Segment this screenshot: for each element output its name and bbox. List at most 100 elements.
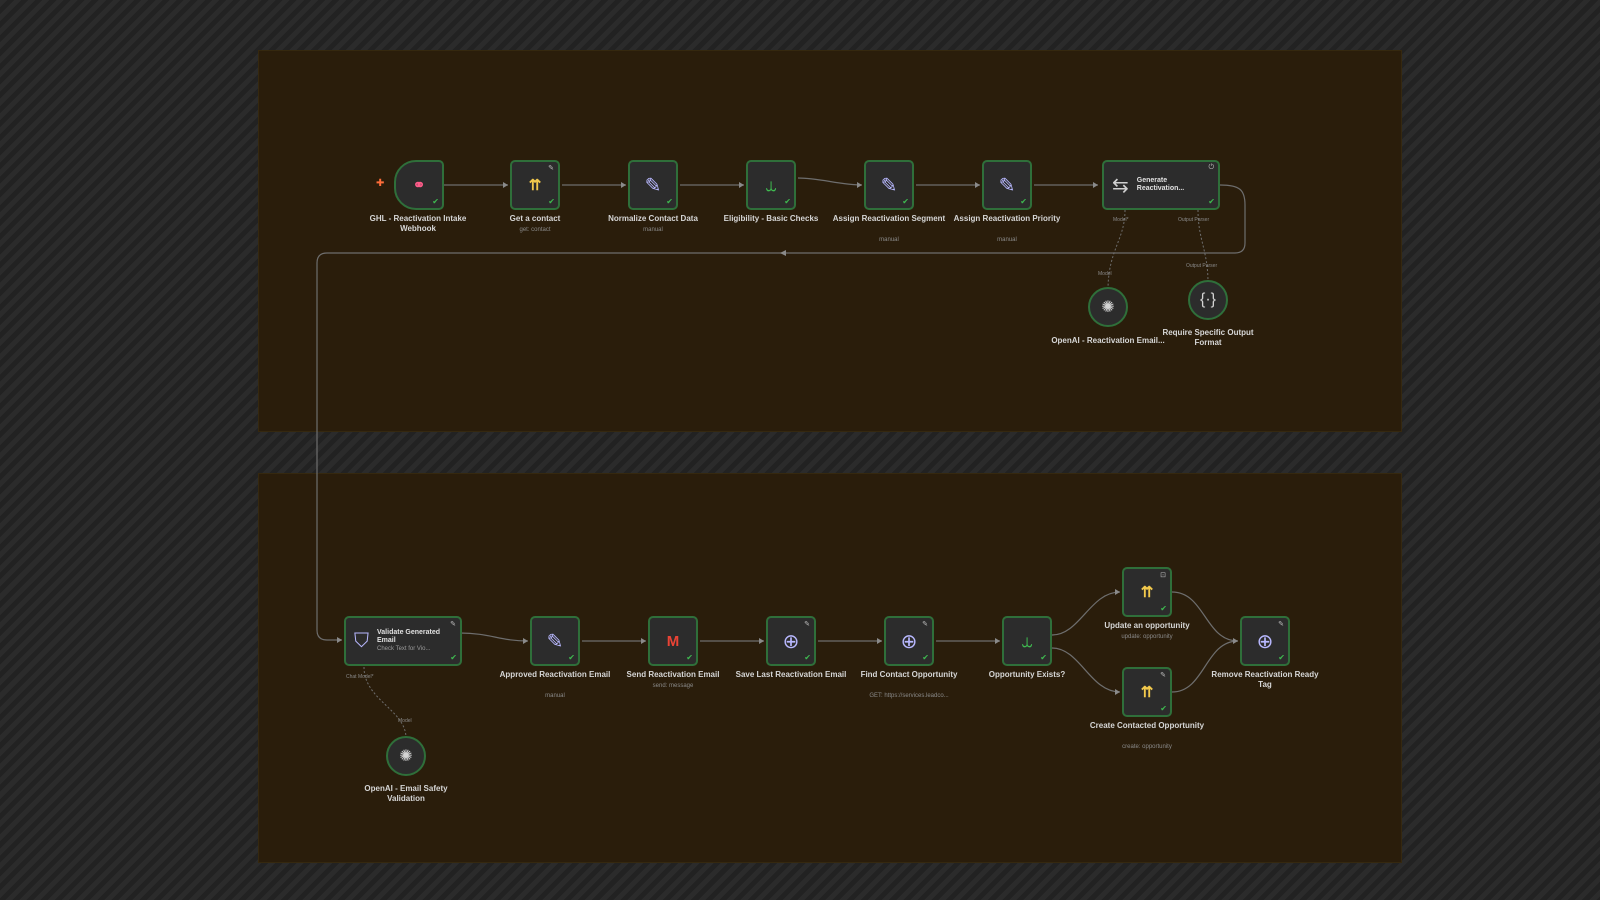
node-label: Approved Reactivation Email xyxy=(499,670,611,679)
node-segment[interactable]: ✎ ✔ xyxy=(864,160,914,210)
port-label-model: Model xyxy=(398,718,412,724)
node-find-opportunity[interactable]: ⊕ ✎ ✔ xyxy=(884,616,934,666)
openai-icon: ✺ xyxy=(399,748,413,765)
port-label-output-parser: Output Parser xyxy=(1186,263,1218,269)
success-check-icon: ✔ xyxy=(922,653,929,662)
node-label: Remove Reactivation Ready Tag xyxy=(1211,670,1319,689)
globe-icon: ⊕ xyxy=(900,630,918,653)
gmail-icon: M xyxy=(666,632,680,650)
node-label: Update an opportunity xyxy=(1104,621,1190,630)
success-check-icon: ✔ xyxy=(1278,653,1285,662)
node-label: Opportunity Exists? xyxy=(988,670,1066,679)
pin-icon: ✎ xyxy=(548,165,554,172)
highlevel-icon: ⇈ xyxy=(1140,584,1154,601)
node-subtitle: get: contact xyxy=(519,227,551,233)
success-check-icon: ✔ xyxy=(666,197,673,206)
node-subtitle: update: opportunity xyxy=(1121,634,1173,640)
node-webhook[interactable]: ⚭ ✔ xyxy=(394,160,444,210)
braces-icon: {·} xyxy=(1199,291,1216,308)
node-update-opportunity[interactable]: ⇈ ⊡ ✔ xyxy=(1122,567,1172,617)
node-subtitle: manual xyxy=(997,237,1017,243)
node-label: Require Specific Output Format xyxy=(1162,328,1254,347)
node-label: Eligibility - Basic Checks xyxy=(723,214,819,223)
edit-icon: ✎ xyxy=(546,630,564,653)
success-check-icon: ✔ xyxy=(902,197,909,206)
node-label: OpenAI - Email Safety Validation xyxy=(364,784,448,803)
node-create-opportunity[interactable]: ⇈ ✎ ✔ xyxy=(1122,667,1172,717)
highlevel-icon: ⇈ xyxy=(528,177,542,194)
node-label: Assign Reactivation Priority xyxy=(953,214,1061,223)
node-save-last-email[interactable]: ⊕ ✎ ✔ xyxy=(766,616,816,666)
node-send-email[interactable]: M ✔ xyxy=(648,616,698,666)
edit-icon: ✎ xyxy=(644,174,662,197)
node-subtitle: manual xyxy=(643,227,663,233)
openai-icon: ✺ xyxy=(1101,299,1115,316)
globe-icon: ⊕ xyxy=(1256,630,1274,653)
success-check-icon: ✔ xyxy=(804,653,811,662)
node-label: Validate Generated Email Check Text for … xyxy=(377,629,449,653)
node-require-output-format[interactable]: {·} xyxy=(1188,280,1228,320)
node-opportunity-exists[interactable]: ⥿ ✔ xyxy=(1002,616,1052,666)
node-label: Get a contact xyxy=(509,214,561,223)
success-check-icon: ✔ xyxy=(1020,197,1027,206)
node-openai-reactivation-email[interactable]: ✺ xyxy=(1088,287,1128,327)
success-check-icon: ✔ xyxy=(450,653,457,662)
edit-icon: ✎ xyxy=(998,174,1016,197)
node-label: Normalize Contact Data xyxy=(608,214,698,223)
node-approved-email[interactable]: ✎ ✔ xyxy=(530,616,580,666)
node-label: Find Contact Opportunity xyxy=(860,670,958,679)
pin-icon: ✎ xyxy=(1160,672,1166,679)
success-check-icon: ✔ xyxy=(686,653,693,662)
port-label-model: Model* xyxy=(1113,217,1129,223)
node-subtitle: Check Text for Vio... xyxy=(377,646,431,652)
success-check-icon: ✔ xyxy=(568,653,575,662)
node-label: Generate Reactivation... xyxy=(1136,177,1185,192)
node-title: Validate Generated Email xyxy=(377,629,441,644)
success-check-icon: ✔ xyxy=(1160,704,1167,713)
success-check-icon: ✔ xyxy=(1160,604,1167,613)
port-label-output-parser: Output Parser xyxy=(1178,217,1210,223)
port-label-chat-model: Chat Model* xyxy=(346,674,374,680)
node-subtitle: manual xyxy=(545,693,565,699)
filter-icon: ⥿ xyxy=(765,173,777,196)
pin-icon: ✎ xyxy=(1278,621,1284,628)
node-validate-email[interactable]: ⛉ Validate Generated Email Check Text fo… xyxy=(344,616,462,666)
filter-icon: ⥿ xyxy=(1021,629,1033,652)
success-check-icon: ✔ xyxy=(432,197,439,206)
node-label: Save Last Reactivation Email xyxy=(735,670,847,679)
success-check-icon: ✔ xyxy=(784,197,791,206)
node-label: Assign Reactivation Segment xyxy=(832,214,946,223)
agent-icon: ⇆ xyxy=(1112,174,1129,197)
success-check-icon: ✔ xyxy=(1040,653,1047,662)
node-eligibility[interactable]: ⥿ ✔ xyxy=(746,160,796,210)
node-priority[interactable]: ✎ ✔ xyxy=(982,160,1032,210)
node-label: GHL - Reactivation Intake Webhook xyxy=(369,214,467,233)
node-label: Send Reactivation Email xyxy=(626,670,720,679)
node-openai-email-validation[interactable]: ✺ xyxy=(386,736,426,776)
port-label-model: Model xyxy=(1098,271,1112,277)
node-remove-tag[interactable]: ⊕ ✎ ✔ xyxy=(1240,616,1290,666)
webhook-icon: ⚭ xyxy=(412,177,426,194)
node-subtitle: send: message xyxy=(652,683,694,689)
node-label: Create Contacted Opportunity xyxy=(1089,721,1205,730)
edit-icon: ✎ xyxy=(880,174,898,197)
success-check-icon: ✔ xyxy=(1208,197,1215,206)
node-subtitle: create: opportunity xyxy=(1122,744,1172,750)
node-subtitle: GET: https://services.leadco... xyxy=(869,693,949,699)
sticky-note-group-top xyxy=(258,50,1402,432)
node-normalize[interactable]: ✎ ✔ xyxy=(628,160,678,210)
pin-icon: ⊡ xyxy=(1160,572,1166,579)
highlevel-icon: ⇈ xyxy=(1140,684,1154,701)
pin-icon: ✎ xyxy=(922,621,928,628)
node-get-contact[interactable]: ⇈ ✎ ✔ xyxy=(510,160,560,210)
node-generate-reactivation[interactable]: ⇆ Generate Reactivation... ⏻ ✔ xyxy=(1102,160,1220,210)
pin-icon: ⏻ xyxy=(1208,164,1214,171)
sticky-note-group-bottom xyxy=(258,473,1402,863)
pin-icon: ✎ xyxy=(450,621,456,628)
pin-icon: ✎ xyxy=(804,621,810,628)
success-check-icon: ✔ xyxy=(548,197,555,206)
node-label: OpenAI - Reactivation Email... xyxy=(1051,336,1165,345)
trigger-start-icon: ✚ xyxy=(376,178,385,189)
shield-icon: ⛉ xyxy=(354,629,369,652)
